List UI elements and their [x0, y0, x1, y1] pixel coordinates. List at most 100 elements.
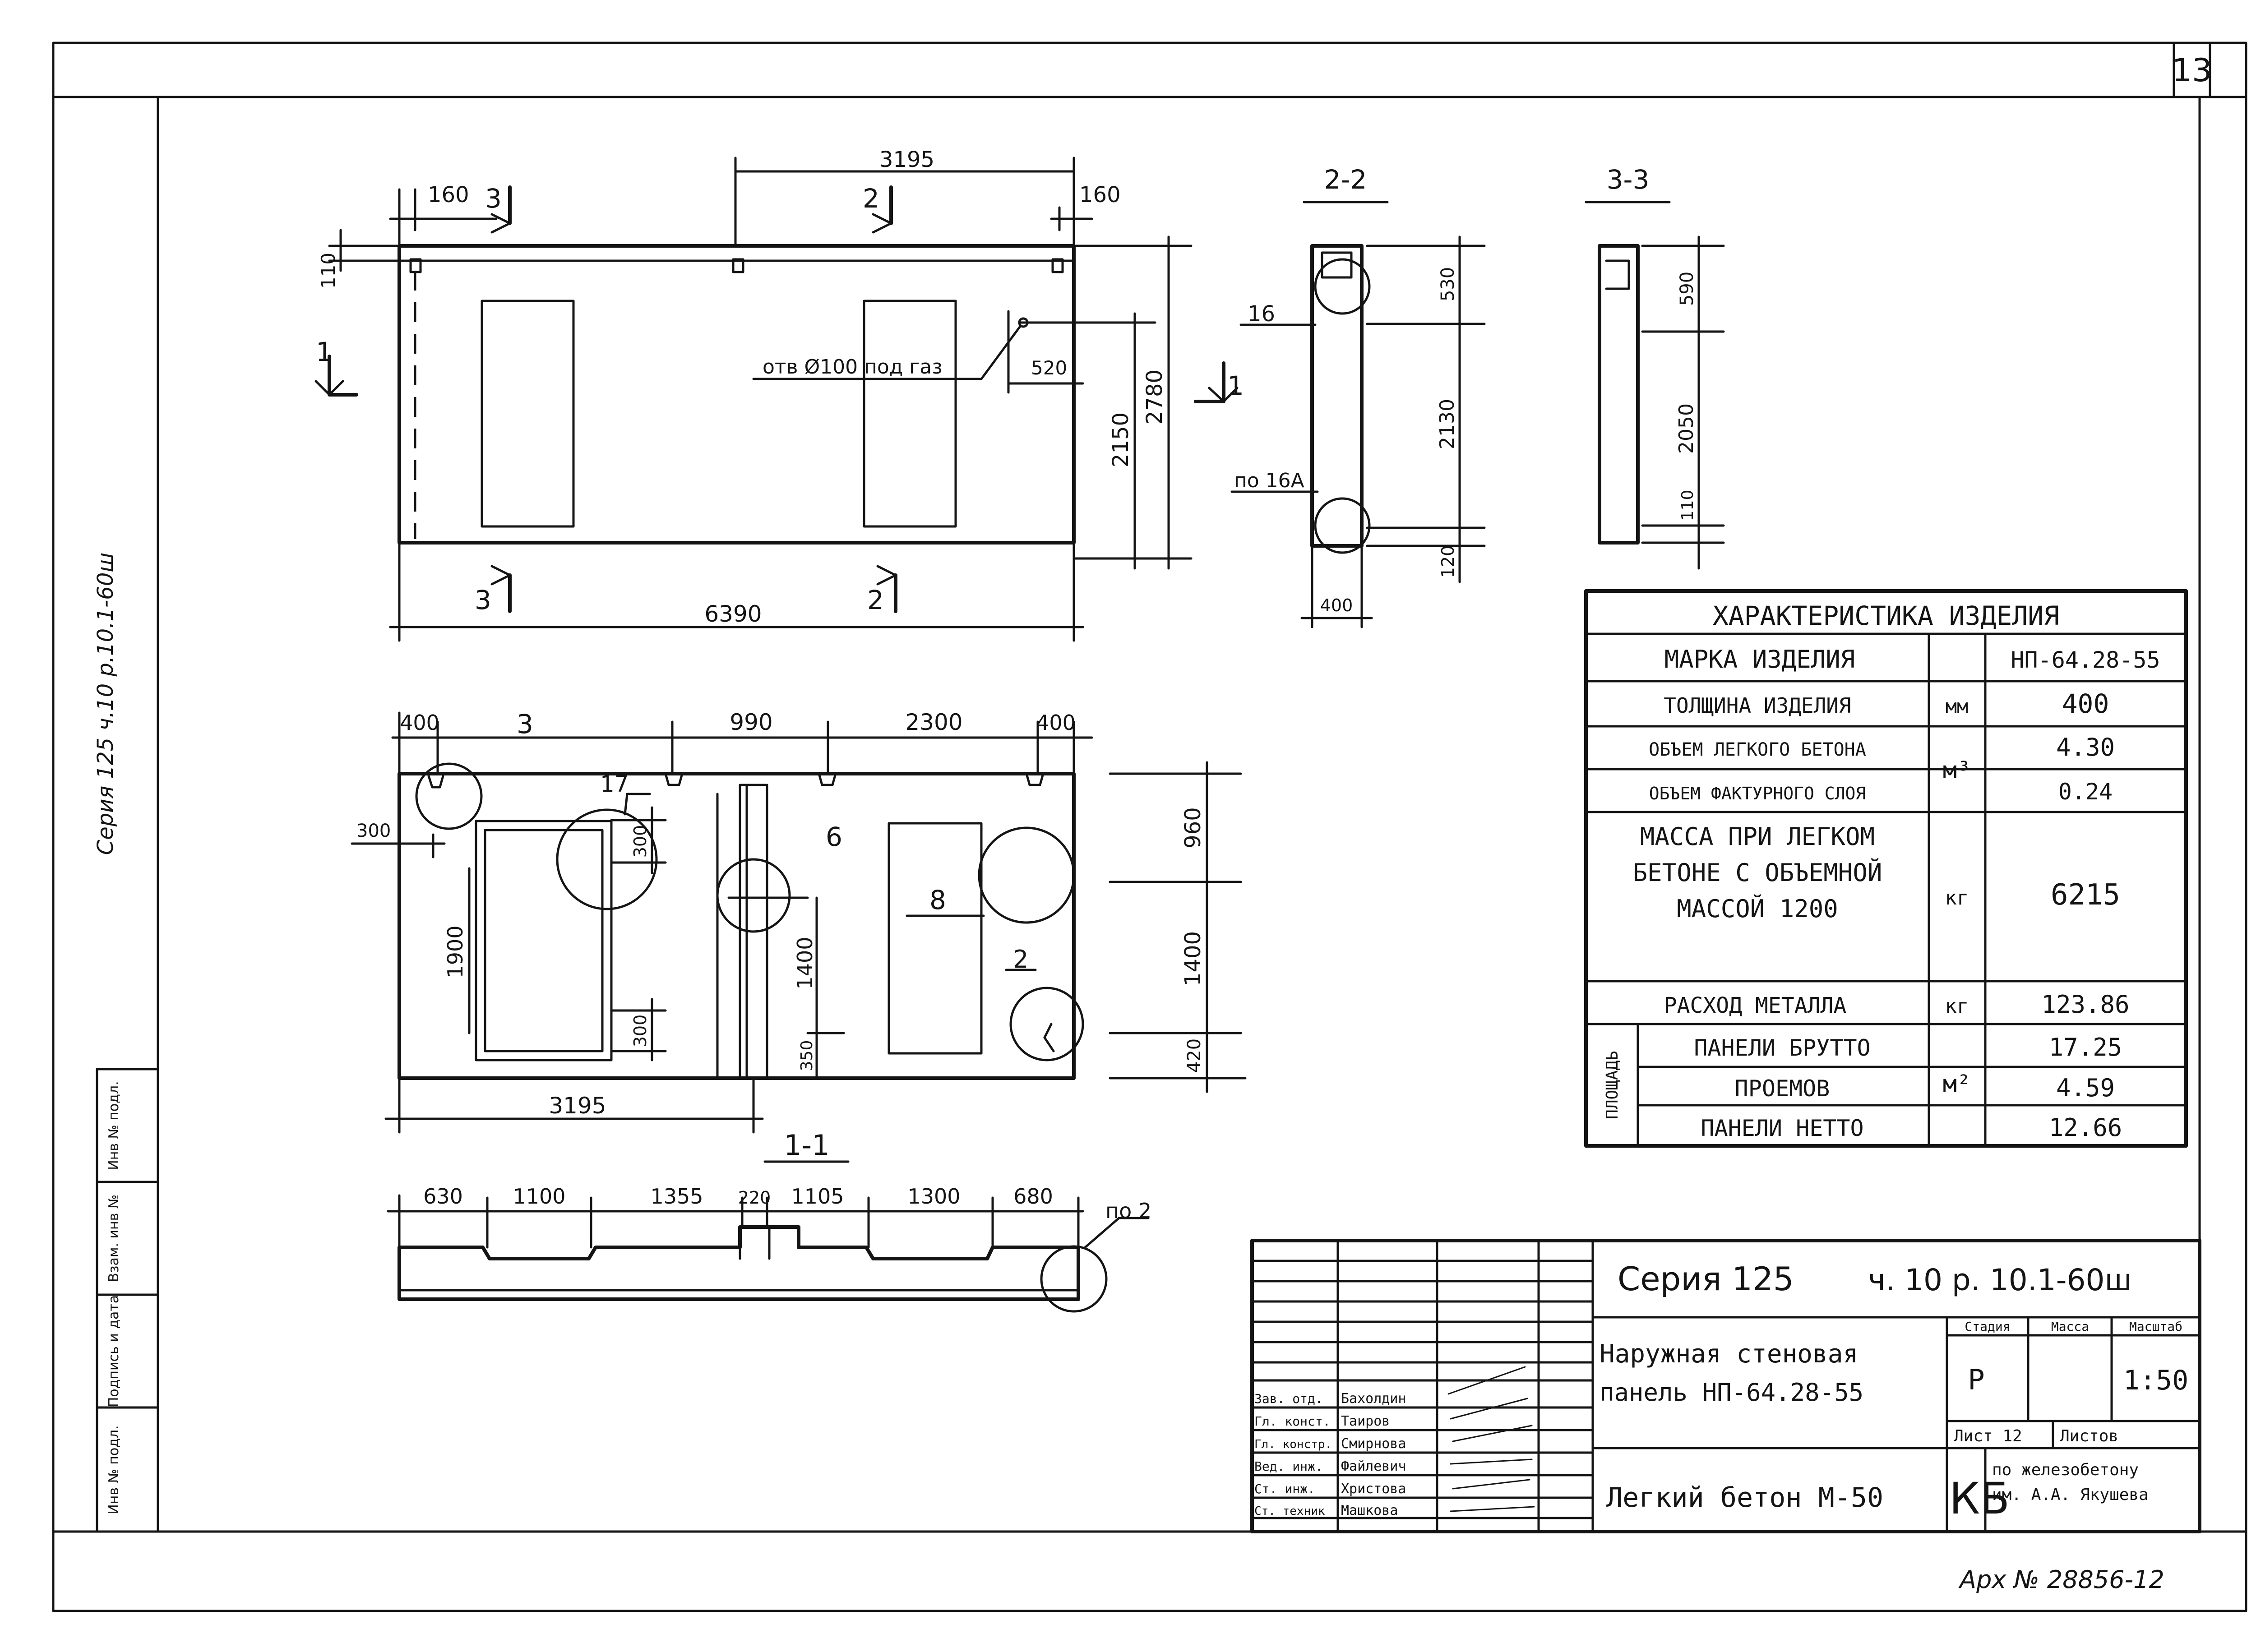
detail-callout-circle [1314, 497, 1371, 554]
dim-label: 400 [1036, 711, 1076, 735]
side-stamp: Серия 125 ч.10 р.10.1-60ш Инв № подл. По… [93, 553, 159, 1533]
dim-label: 3195 [879, 147, 934, 172]
dim-label: 2150 [1108, 412, 1133, 467]
table-row-unit: мм [1946, 695, 1969, 717]
table-row-unit: кг [1945, 995, 1969, 1018]
signature-role: Ст. техник [1254, 1504, 1325, 1518]
dim-label: 110 [1678, 490, 1697, 521]
archive-number: Арх № 28856-12 [1958, 1565, 2164, 1594]
area-row-label: ПРОЕМОВ [1735, 1075, 1830, 1102]
title-material: Легкий бетон М-50 [1606, 1482, 1883, 1514]
callout-label: по 2 [1105, 1199, 1151, 1223]
dim-label: 1900 [443, 925, 467, 978]
section-outline [1310, 244, 1364, 548]
dim-label: 300 [630, 1015, 650, 1047]
area-row-value: 4.59 [2056, 1074, 2115, 1102]
dim-label: 680 [1013, 1184, 1053, 1209]
dim-label: 630 [423, 1184, 463, 1209]
section-label: 3 [475, 585, 491, 615]
page-number: 13 [2172, 52, 2212, 89]
dim-label: 2050 [1675, 403, 1698, 454]
title-block [1250, 1239, 2201, 1533]
dim-label: 350 [798, 1040, 816, 1071]
dim-label: 1400 [793, 937, 817, 989]
mass-label-box: МАССА ПРИ ЛЕГКОМ БЕТОНЕ С ОБЪЕМНОЙ МАССО… [1633, 822, 1882, 923]
dim-label: 160 [428, 182, 469, 208]
window-opening [888, 822, 983, 1055]
area-label: ПЛОЩАДЬ [1603, 1051, 1622, 1119]
callout-label: 6 [826, 821, 842, 852]
side-stamp-label: Подпись и дата [106, 1295, 122, 1407]
table-row-unit: м³ [1943, 757, 1971, 784]
side-stamp-label: Взам. инв № [106, 1195, 122, 1282]
signature-role: Зав. отд. [1254, 1391, 1323, 1406]
gas-hole-label: отв Ø100 под газ [763, 355, 943, 378]
signature-name: Машкова [1341, 1503, 1398, 1518]
detail-callout-circle [1314, 258, 1371, 315]
table-row-label: МАРКА ИЗДЕЛИЯ [1664, 645, 1855, 674]
title-name-line2: панель НП-64.28-55 [1600, 1378, 1863, 1407]
dim-label: 400 [1320, 595, 1353, 615]
signature-name: Смирнова [1341, 1436, 1406, 1452]
section-label: 3 [485, 183, 502, 214]
area-row-value: 17.25 [2049, 1033, 2122, 1061]
table-row-value: 0.24 [2058, 779, 2113, 805]
lifting-loop [409, 258, 422, 273]
panel-elevation [398, 244, 1084, 545]
dim-label: 1105 [791, 1184, 844, 1209]
section-3-3 [1585, 201, 1725, 570]
area-row-label: ПАНЕЛИ БРУТТО [1694, 1035, 1870, 1061]
panel-outline [398, 244, 1076, 545]
dim-label: 520 [1031, 357, 1067, 379]
dim-label: 1355 [650, 1184, 703, 1209]
detail-callout-circle [716, 858, 791, 933]
table-row-label: ОБЪЕМ ФАКТУРНОГО СЛОЯ [1649, 784, 1866, 803]
callout-label: 8 [929, 885, 946, 915]
dim-label: 3195 [549, 1093, 606, 1119]
table-row-value: НП-64.28-55 [2011, 647, 2160, 673]
scale-value: 1:50 [2123, 1365, 2189, 1396]
section-label: 2 [863, 183, 879, 214]
dim-label: 990 [730, 709, 772, 735]
dim-label: 2780 [1142, 369, 1167, 425]
signature-role: Ст. инж. [1254, 1481, 1315, 1496]
dim-label: 300 [356, 821, 391, 841]
area-row-label: ПАНЕЛИ НЕТТО [1701, 1115, 1863, 1141]
dim-label: 110 [317, 253, 339, 289]
dim-label: 530 [1438, 267, 1458, 301]
dim-label: 220 [738, 1188, 771, 1208]
section-markers [314, 185, 1239, 613]
dim-label: 1100 [513, 1184, 565, 1209]
section-title: 2-2 [1324, 164, 1367, 195]
detail-callout-circle [415, 762, 483, 830]
area-row-value: 12.66 [2049, 1113, 2122, 1142]
table-row-value: 6215 [2051, 878, 2120, 912]
table-row-label: ТОЛЩИНА ИЗДЕЛИЯ [1664, 693, 1851, 718]
side-stamp-label: Инв № подл. [106, 1081, 122, 1170]
dim-label: 1400 [1180, 931, 1206, 986]
detail-callout-circle [556, 808, 658, 910]
section-label: 1 [316, 337, 333, 367]
dim-label: 590 [1677, 272, 1697, 306]
table-row-label: РАСХОД МЕТАЛЛА [1664, 993, 1847, 1018]
col-stage: Стадия [1965, 1319, 2010, 1334]
org-code: КБ [1949, 1473, 2010, 1524]
section-title: 1-1 [784, 1129, 829, 1162]
page-number-box [2173, 42, 2211, 98]
callout-label: 17 [600, 771, 629, 797]
callout-label: 3 [517, 709, 533, 739]
lifting-loop [732, 258, 744, 273]
signature-name: Таиров [1341, 1413, 1390, 1429]
dim-label: 2300 [905, 709, 962, 735]
dim-label: 1300 [907, 1184, 960, 1209]
callout-label: 16 [1248, 301, 1275, 327]
side-stamp-text: Серия 125 ч.10 р.10.1-60ш [93, 553, 118, 855]
table-outline [1584, 589, 2188, 1148]
dim-label: 960 [1180, 807, 1206, 849]
table-row-unit: кг [1945, 886, 1969, 909]
dim-label: 420 [1184, 1038, 1205, 1073]
side-stamp-label: Инв № подл. [106, 1425, 122, 1514]
title-part: ч. 10 р. 10.1-60ш [1868, 1263, 2132, 1297]
signature-role: Вед. инж. [1254, 1459, 1323, 1474]
characteristics-table [1584, 589, 2188, 1148]
